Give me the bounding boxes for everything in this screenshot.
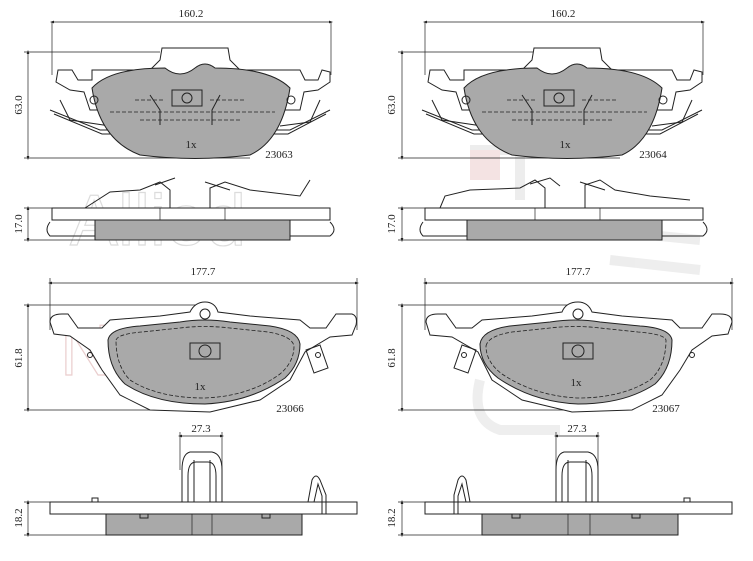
pad-23063-height-dim: 63.0: [13, 95, 25, 115]
pad-23063-id: 23063: [265, 149, 293, 161]
pad-23067-side-view: 27.3 18.2: [386, 423, 733, 538]
pad-23064-quantity: 1x: [560, 139, 572, 151]
pad-23066-thickness-dim: 18.2: [13, 508, 25, 527]
pad-23063-quantity: 1x: [186, 139, 198, 151]
pad-23063-side-view: 17.0: [13, 177, 335, 243]
pad-23064-width-dim: 160.2: [551, 8, 576, 20]
pad-23066-id: 23066: [276, 403, 304, 415]
pad-23064-top-view: 160.2 63.0 1x 23064: [386, 8, 706, 161]
pad-23064-height-dim: 63.0: [386, 95, 398, 115]
pad-23066-width-dim: 177.7: [191, 266, 216, 278]
pad-23063-width-dim: 160.2: [179, 8, 204, 20]
pad-23063-top-view: 160.2 63.0 1x 23063: [13, 8, 334, 161]
pad-23066-height-dim: 61.8: [13, 348, 25, 368]
pad-23066-top-view: 177.7 61.8 1x 23066: [13, 266, 360, 415]
pad-23067-width-dim: 177.7: [566, 266, 591, 278]
pad-23066-clip-dim: 27.3: [191, 423, 211, 435]
pad-23066-side-view: 27.3 18.2: [13, 423, 358, 538]
pad-23067-quantity: 1x: [571, 377, 583, 389]
pad-23063-thickness-dim: 17.0: [13, 214, 25, 234]
pad-23064-id: 23064: [639, 149, 667, 161]
pad-23064-side-view: 17.0: [386, 177, 708, 243]
pad-23066-quantity: 1x: [195, 381, 207, 393]
pad-23067-id: 23067: [652, 403, 680, 415]
pad-23064-thickness-dim: 17.0: [386, 214, 398, 234]
pad-23067-height-dim: 61.8: [386, 348, 398, 368]
pad-23067-thickness-dim: 18.2: [386, 508, 398, 527]
pad-23067-top-view: 177.7 61.8 1x 23067: [386, 266, 735, 415]
pad-23067-clip-dim: 27.3: [567, 423, 587, 435]
